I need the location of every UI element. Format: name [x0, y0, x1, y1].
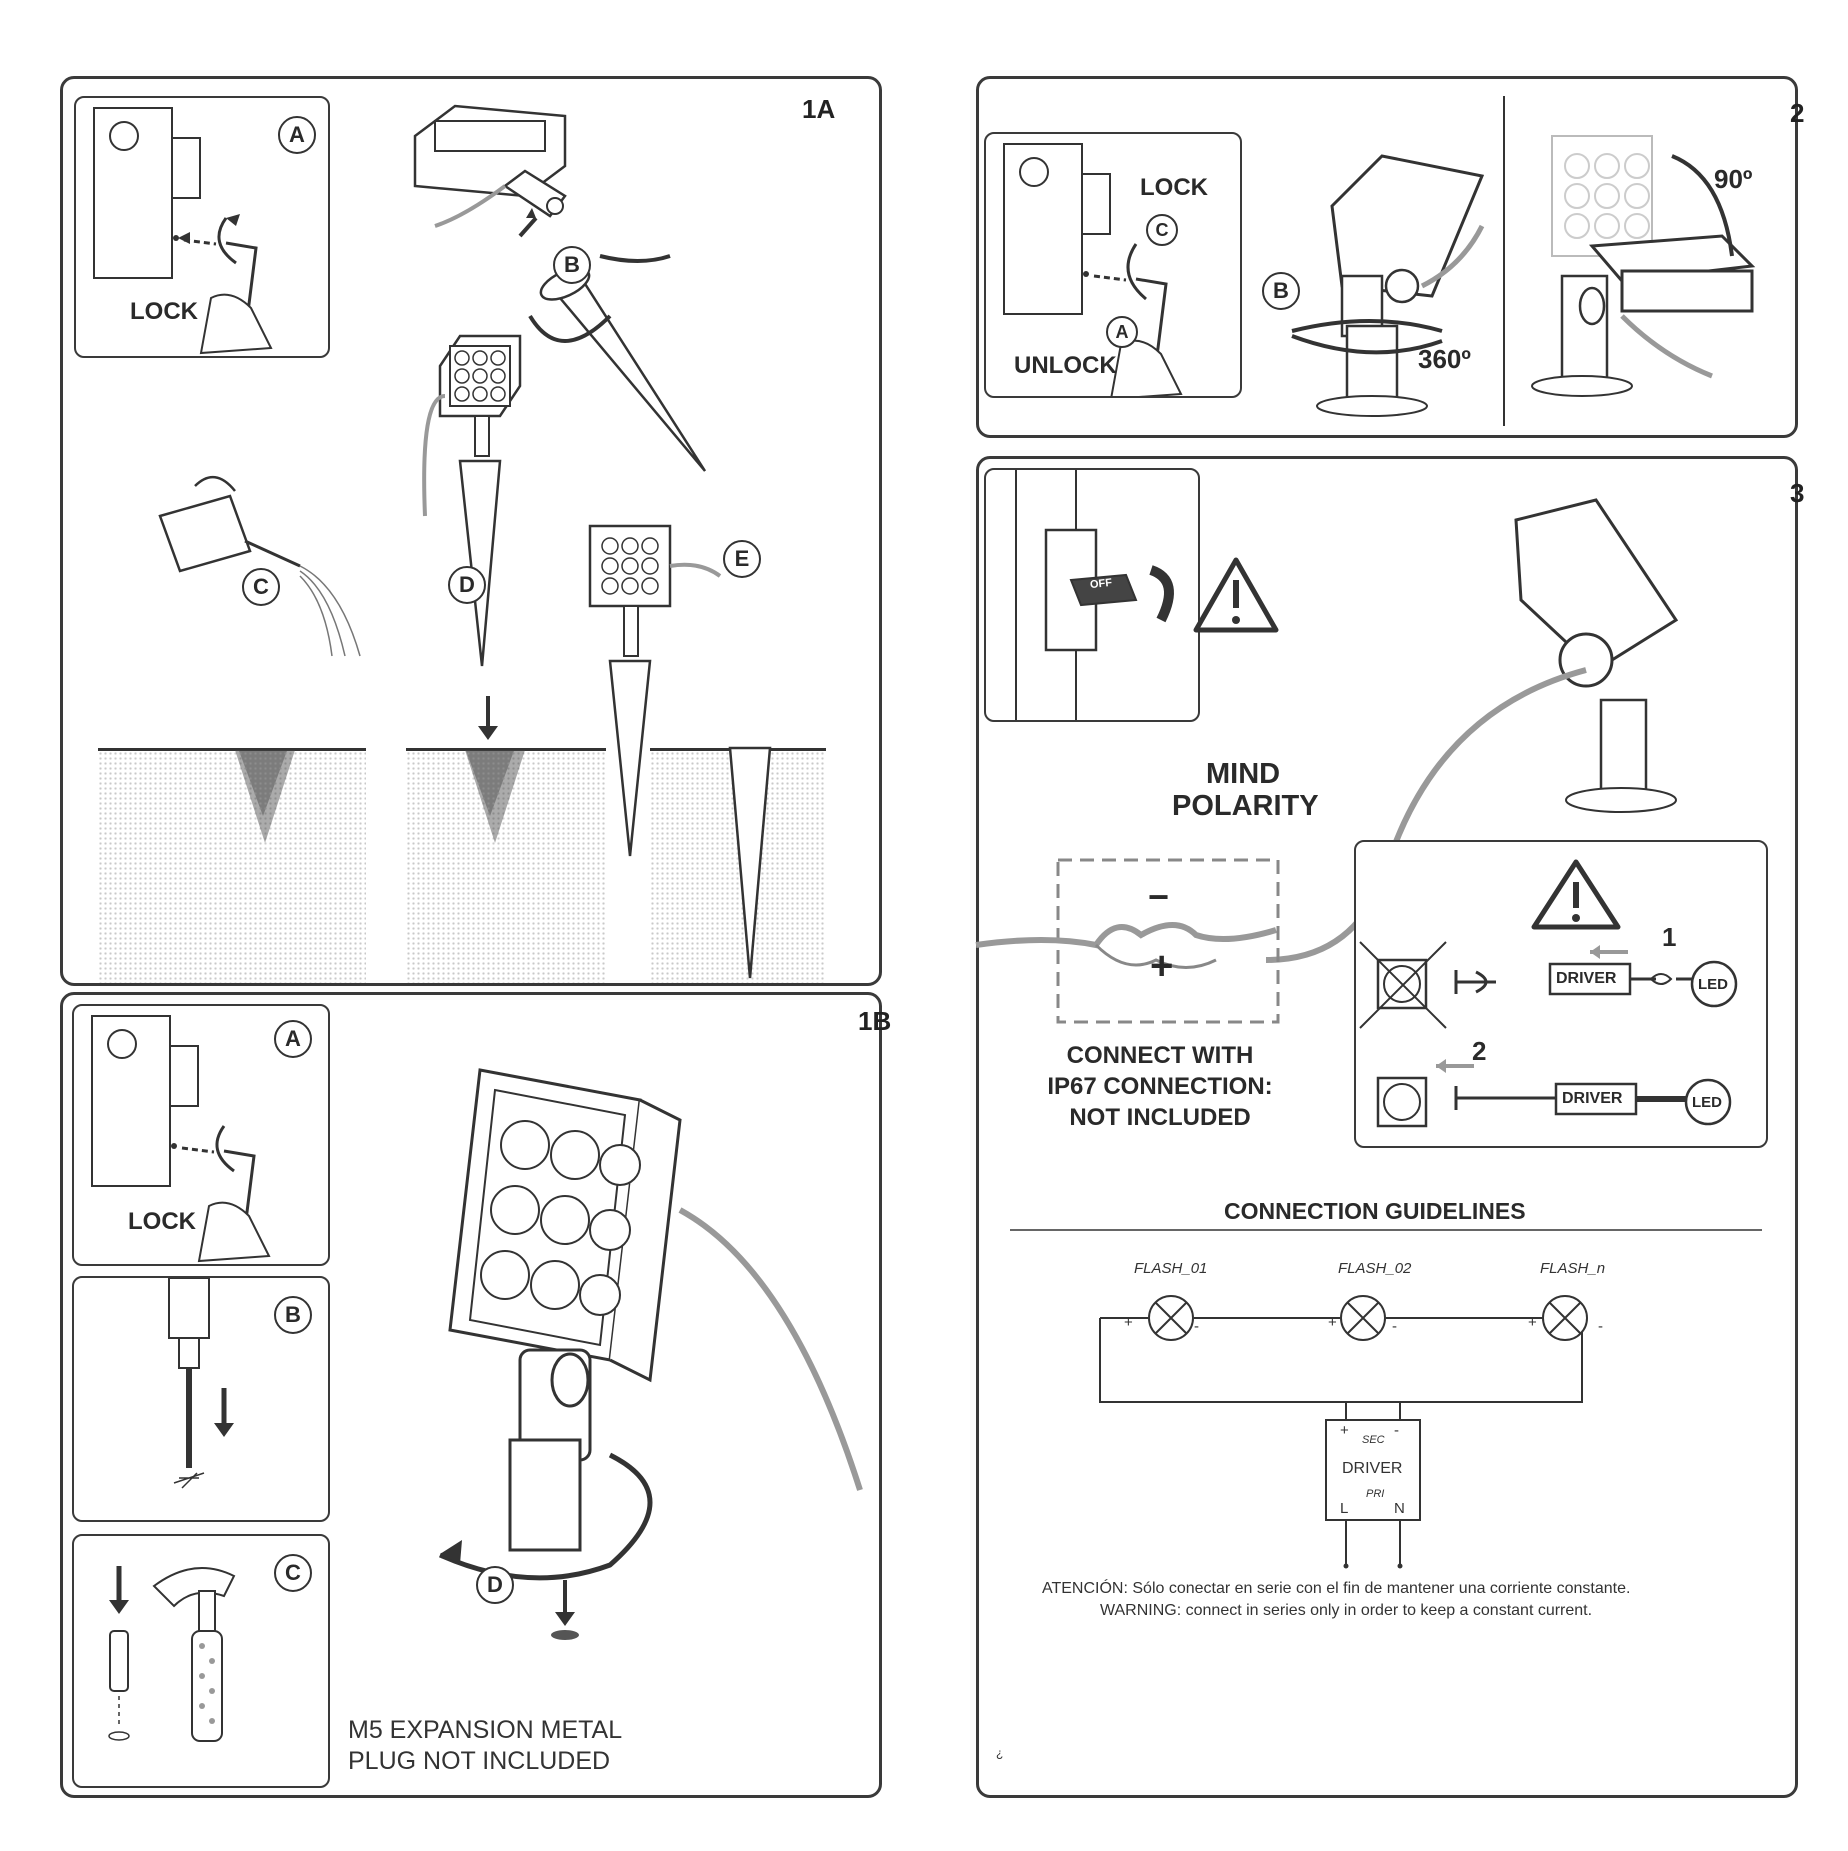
drill-inset: B	[72, 1276, 330, 1522]
series-circuit-diagram	[1010, 1229, 1762, 1569]
driver-pri: PRI	[1366, 1488, 1385, 1500]
lamp-installed	[588, 524, 722, 857]
step-c-marker: C	[242, 568, 280, 606]
ground-d	[406, 748, 606, 983]
driver-l: L	[1340, 1500, 1349, 1517]
panel-number: 1A	[802, 94, 836, 124]
step-d-marker: D	[448, 566, 486, 604]
led-label-wrong: LED	[1698, 976, 1728, 993]
led-label-correct: LED	[1692, 1094, 1722, 1111]
flash-label-1: FLASH_01	[1134, 1260, 1208, 1277]
flashn-minus: -	[1598, 1318, 1603, 1335]
driver-n: N	[1394, 1500, 1405, 1517]
connect-note-line3: NOT INCLUDED	[1069, 1104, 1251, 1131]
soil-wet-areas	[235, 750, 525, 843]
lock-label: LOCK	[130, 298, 198, 325]
driver-order-inset: 1 2 DRIVER LED DRIVER LED	[1354, 840, 1768, 1148]
plug-inset: C	[72, 1534, 330, 1788]
lamp-head-top	[413, 104, 567, 228]
step-d-marker: D	[476, 1566, 514, 1604]
connect-note-line2: IP67 CONNECTION:	[1047, 1073, 1273, 1100]
step-c-marker: C	[274, 1554, 312, 1592]
lock-label: LOCK	[1140, 174, 1208, 201]
plug-hammer-illustration	[108, 1566, 236, 1742]
flash1-plus: +	[1124, 1314, 1133, 1331]
step-e-marker: E	[723, 540, 761, 578]
step-b-marker: B	[274, 1296, 312, 1334]
mind-polarity-line1: MIND	[1206, 758, 1281, 790]
step-b-marker: B	[553, 246, 591, 284]
drill-illustration	[168, 1278, 234, 1489]
tilt-90-label: 90º	[1714, 164, 1753, 194]
connect-ip67-note: CONNECT WITH IP67 CONNECTION: NOT INCLUD…	[1020, 1040, 1300, 1133]
driver-label-wrong: DRIVER	[1556, 970, 1617, 987]
rotation-360-label: 360º	[1418, 344, 1471, 374]
lock-inset: A LOCK	[74, 96, 330, 358]
lock-label: LOCK	[128, 1208, 196, 1235]
watering-can	[158, 476, 361, 657]
mind-polarity-line2: POLARITY	[1172, 790, 1319, 822]
driver-label-correct: DRIVER	[1562, 1090, 1623, 1107]
switch-off-illustration	[1015, 470, 1174, 720]
order-step-1: 1	[1662, 922, 1677, 952]
connection-guidelines-title: CONNECTION GUIDELINES	[1224, 1198, 1526, 1224]
driver-box-label: DRIVER	[1342, 1460, 1403, 1477]
step-a-marker: A	[1106, 316, 1138, 348]
warning-spanish: ATENCIÓN: Sólo conectar en serie con el …	[1042, 1580, 1631, 1597]
panel-number: 3	[1790, 478, 1805, 508]
plug-note-line2: PLUG NOT INCLUDED	[348, 1747, 611, 1775]
switch-inset: OFF	[984, 468, 1200, 722]
panel-1b-lamp-illustration	[438, 1068, 863, 1640]
driver-order-illustration	[1359, 859, 1738, 1128]
warning-english: WARNING: connect in series only in order…	[1100, 1602, 1593, 1619]
minus-sign: −	[1148, 876, 1170, 917]
flash1-minus: -	[1194, 1318, 1199, 1335]
connect-note-line1: CONNECT WITH	[1066, 1042, 1254, 1069]
step-a-marker: A	[278, 116, 316, 154]
spike-in-ground	[728, 746, 772, 979]
flashn-plus: +	[1528, 1314, 1537, 1331]
spike-rotating	[528, 254, 707, 472]
panel-1a-illustration	[158, 104, 722, 857]
rotation-tilt-illustration	[1291, 96, 1756, 426]
lock-unlock-inset: LOCK C A UNLOCK	[984, 132, 1242, 398]
panel-number: 2	[1790, 98, 1805, 128]
unlock-label: UNLOCK	[1014, 352, 1117, 379]
lock-illustration	[91, 1015, 271, 1263]
step-c-marker: C	[1146, 214, 1178, 246]
plug-note-line1: M5 EXPANSION METAL	[348, 1716, 623, 1744]
lock-inset: A LOCK	[72, 1004, 330, 1266]
flash-label-n: FLASH_n	[1540, 1260, 1606, 1277]
footer-mark: ¿	[996, 1746, 1004, 1760]
driver-minus: -	[1394, 1422, 1399, 1439]
flash-label-2: FLASH_02	[1338, 1260, 1412, 1277]
lock-illustration	[93, 107, 273, 355]
step-a-marker: A	[274, 1020, 312, 1058]
ground-c	[98, 748, 366, 983]
driver-sec: SEC	[1362, 1434, 1385, 1446]
lock-unlock-illustration	[1003, 143, 1183, 396]
plus-sign: +	[1150, 944, 1174, 988]
flash2-minus: -	[1392, 1318, 1397, 1335]
panel-number: 1B	[858, 1006, 892, 1036]
driver-plus: +	[1340, 1422, 1349, 1439]
lamp-on-spike	[422, 334, 522, 667]
panel-3-wiring-illustration	[975, 498, 1679, 1024]
flash2-plus: +	[1328, 1314, 1337, 1331]
order-step-2: 2	[1472, 1036, 1487, 1066]
step-b-marker: B	[1262, 272, 1300, 310]
